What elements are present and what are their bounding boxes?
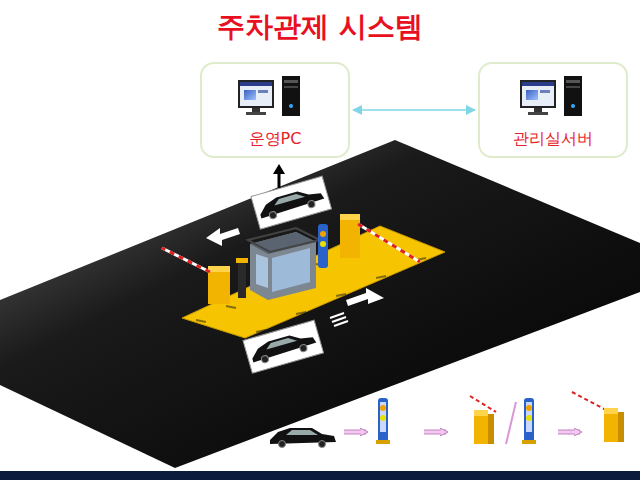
network-link <box>353 109 475 111</box>
computer-box: 운영PC <box>200 62 350 158</box>
node-label: 운영PC <box>249 129 302 150</box>
diagram-title: 주차관제 시스템 <box>0 8 640 46</box>
node-label: 관리실서버 <box>513 129 593 150</box>
computer-box: 관리실서버 <box>478 62 628 158</box>
